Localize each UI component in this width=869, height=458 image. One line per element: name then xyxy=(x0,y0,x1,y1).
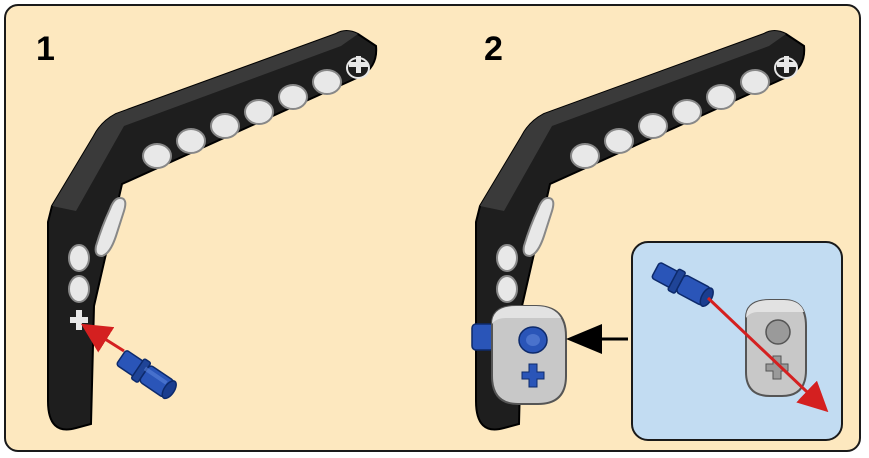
step-1-insert-arrow xyxy=(80,323,125,353)
step-2-callout xyxy=(631,241,843,441)
beam-cross-hole-icon xyxy=(70,56,368,330)
callout-insert-arrow xyxy=(706,296,829,413)
step-1-beam xyxy=(47,30,378,431)
step-2-beam xyxy=(475,30,806,431)
step-2-blue-pin xyxy=(471,323,495,351)
step-1-blue-pin xyxy=(116,350,177,400)
instruction-panel: 1 2 xyxy=(4,4,861,452)
step-2-number: 2 xyxy=(484,30,503,68)
step-2-grey-block xyxy=(491,305,567,405)
step-1-number: 1 xyxy=(36,30,55,68)
instruction-drawing xyxy=(47,30,843,441)
